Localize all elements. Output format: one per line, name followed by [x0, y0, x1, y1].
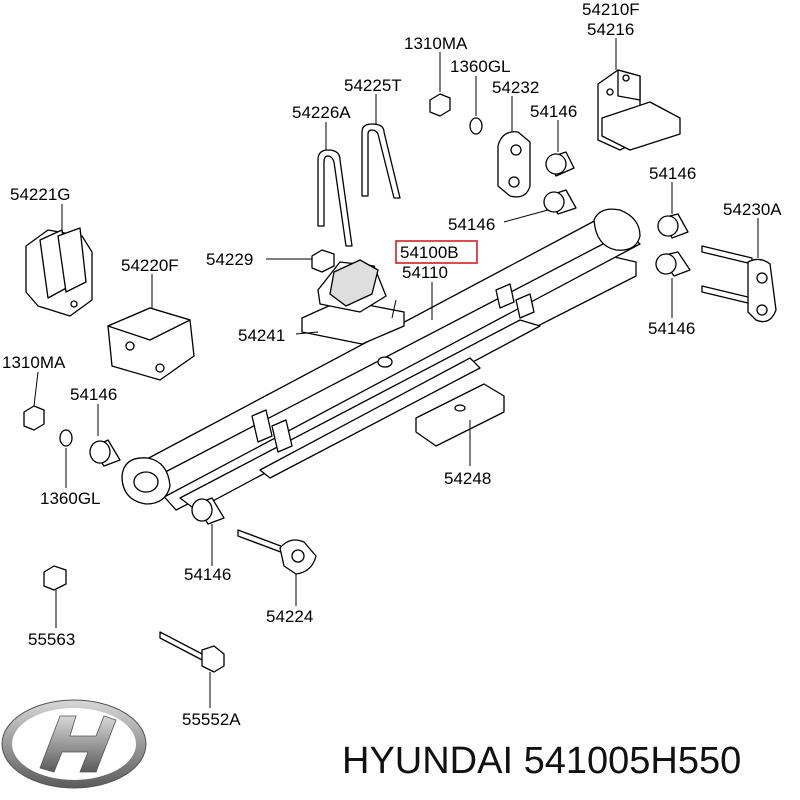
- bolt-55552a: [159, 631, 225, 673]
- shackle: [701, 245, 777, 323]
- label-54216: 54216: [587, 20, 634, 39]
- label-54210f: 54210F: [582, 0, 640, 19]
- part-highlight-box: [395, 240, 478, 264]
- lower-plate: [415, 383, 505, 447]
- label-54220f: 54220F: [121, 256, 179, 275]
- label-54146-a: 54146: [530, 102, 577, 121]
- label-54232: 54232: [492, 78, 539, 97]
- label-54146-e: 54146: [70, 385, 117, 404]
- label-54221g: 54221G: [10, 185, 71, 204]
- label-54224: 54224: [266, 607, 313, 626]
- label-55563: 55563: [28, 630, 75, 649]
- front-bracket: [107, 307, 195, 381]
- fasteners: [23, 93, 483, 591]
- leader-lines: [33, 38, 759, 708]
- leaf-spring: [121, 208, 641, 511]
- front-hanger: [25, 227, 93, 317]
- rear-hanger-bracket: [597, 69, 681, 151]
- u-bolt-54225t: [361, 123, 401, 199]
- label-54146-b: 54146: [649, 164, 696, 183]
- label-54226a: 54226A: [292, 103, 351, 122]
- shackle-plate: [497, 131, 531, 198]
- spring-seat: [301, 259, 405, 345]
- label-54110: 54110: [402, 263, 448, 282]
- label-54146-c: 54146: [448, 215, 495, 234]
- label-54230a: 54230A: [723, 200, 782, 219]
- label-54146-f: 54146: [184, 565, 231, 584]
- brand-part-number: HYUNDAI 541005H550: [342, 740, 742, 782]
- label-54248: 54248: [444, 469, 491, 488]
- label-54146-d: 54146: [648, 319, 695, 338]
- label-1310ma-left: 1310MA: [2, 353, 66, 372]
- label-54225t: 54225T: [344, 76, 402, 95]
- label-54229: 54229: [206, 250, 253, 269]
- label-54100b: 54100B: [400, 243, 459, 262]
- hyundai-logo: [1, 699, 147, 789]
- label-1360gl-left: 1360GL: [40, 489, 101, 508]
- part-labels: 54210F 54216 1310MA 1360GL 54225T 54232 …: [2, 0, 782, 729]
- label-55552a: 55552A: [182, 710, 241, 729]
- label-1360gl-top: 1360GL: [450, 57, 511, 76]
- u-bolt-54226a: [317, 149, 353, 247]
- label-54241: 54241: [238, 326, 285, 345]
- bushings: [89, 151, 691, 525]
- bolt-54224: [237, 529, 317, 575]
- label-1310ma-top: 1310MA: [404, 34, 468, 53]
